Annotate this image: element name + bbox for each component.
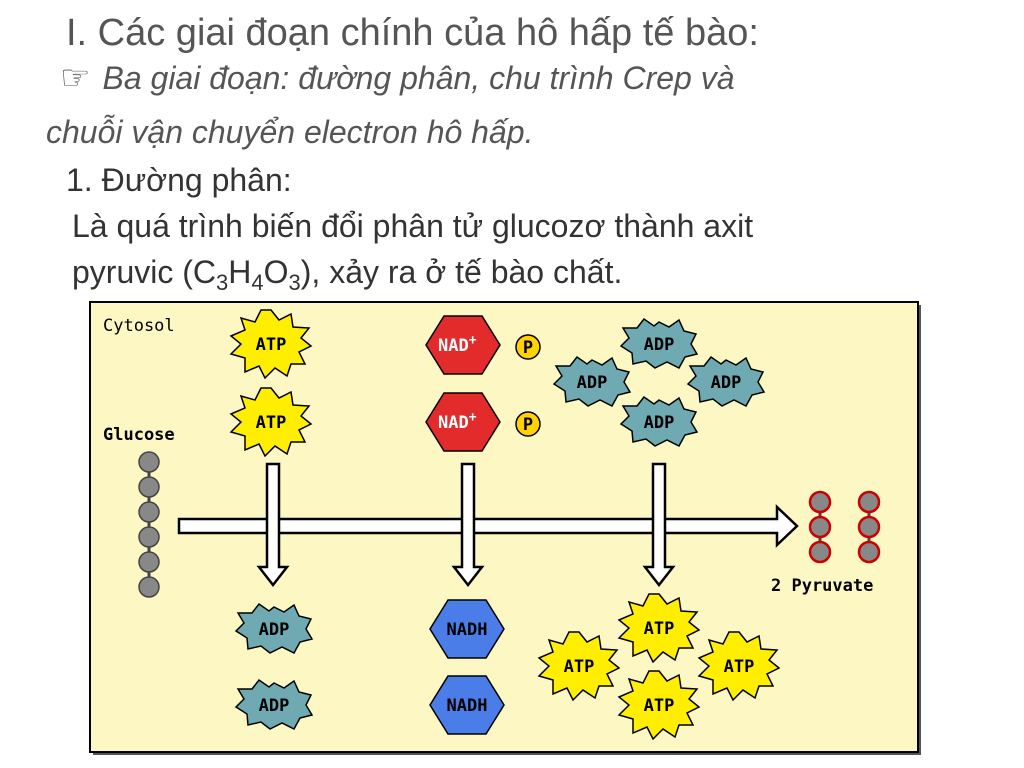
pyruvate-molecule-1 [808,490,832,564]
pointing-hand-icon: ☞ [60,59,91,97]
svg-text:ATP: ATP [724,657,755,677]
svg-text:ADP: ADP [644,413,675,433]
bullet-line-2: chuỗi vận chuyển electron hô hấp. [46,114,534,150]
down-arrow-2 [451,462,485,588]
sub-heading: 1. Đường phân: [66,162,292,198]
atp-output-2: ATP [538,631,620,701]
formula-o: O [263,254,289,290]
svg-text:ADP: ADP [711,373,742,393]
formula-c-sub: 3 [216,270,229,295]
adp-input-4: ADP [620,396,698,447]
formula-suffix: ), xảy ra ở tế bào chất. [300,254,623,290]
formula-prefix: pyruvic (C [72,254,217,290]
adp-output-1: ADP [235,603,313,654]
svg-text:NAD+: NAD+ [438,333,477,356]
svg-text:ATP: ATP [564,657,595,677]
svg-text:NADH: NADH [447,696,488,716]
slide-title: I. Các giai đoạn chính của hô hấp tế bào… [66,12,759,54]
svg-text:NAD+: NAD+ [438,410,477,433]
adp-input-3: ADP [687,356,765,407]
svg-text:NADH: NADH [447,620,488,640]
svg-text:ADP: ADP [259,620,290,640]
down-arrow-3 [642,462,676,588]
svg-text:P: P [523,338,533,358]
adp-input-1: ADP [620,318,698,369]
glucose-label: Glucose [103,425,175,445]
body-line-2: pyruvic (C3H4O3), xảy ra ở tế bào chất. [72,254,623,294]
atp-output-4: ATP [618,670,700,740]
down-arrow-1 [256,462,290,588]
atp-output-1: ATP [618,593,700,663]
body-line-1: Là quá trình biến đổi phân tử glucozơ th… [72,208,754,244]
pyruvate-molecule-2 [857,490,881,564]
adp-input-2: ADP [553,356,631,407]
atp-output-3: ATP [698,631,780,701]
bullet-text-1: Ba giai đoạn: đường phân, chu trình Crep… [102,60,735,96]
nadh-output-2: NADH [429,675,505,735]
svg-text:ADP: ADP [644,335,675,355]
svg-text:ATP: ATP [256,335,287,355]
formula-h: H [228,254,252,290]
nad-input-1: NAD+ [425,315,501,375]
glycolysis-diagram: Cytosol Glucose 2 Pyruvate ATP ATP [89,301,921,755]
nadh-output-1: NADH [429,599,505,659]
atp-input-2: ATP [230,387,312,457]
phosphate-1: P [515,334,541,360]
nad-input-2: NAD+ [425,392,501,452]
formula-o-sub: 3 [288,270,301,295]
pyruvate-label: 2 Pyruvate [771,576,873,596]
svg-text:ATP: ATP [256,413,287,433]
glucose-molecule [138,451,160,598]
svg-text:ATP: ATP [644,619,675,639]
phosphate-2: P [515,411,541,437]
cytosol-label: Cytosol [103,316,175,336]
svg-text:ATP: ATP [644,696,675,716]
formula-h-sub: 4 [251,270,264,295]
svg-text:P: P [523,415,533,435]
svg-text:ADP: ADP [577,373,608,393]
svg-text:ADP: ADP [259,696,290,716]
adp-output-2: ADP [235,679,313,730]
atp-input-1: ATP [230,309,312,379]
bullet-line-1: ☞ Ba giai đoạn: đường phân, chu trình Cre… [60,58,735,98]
